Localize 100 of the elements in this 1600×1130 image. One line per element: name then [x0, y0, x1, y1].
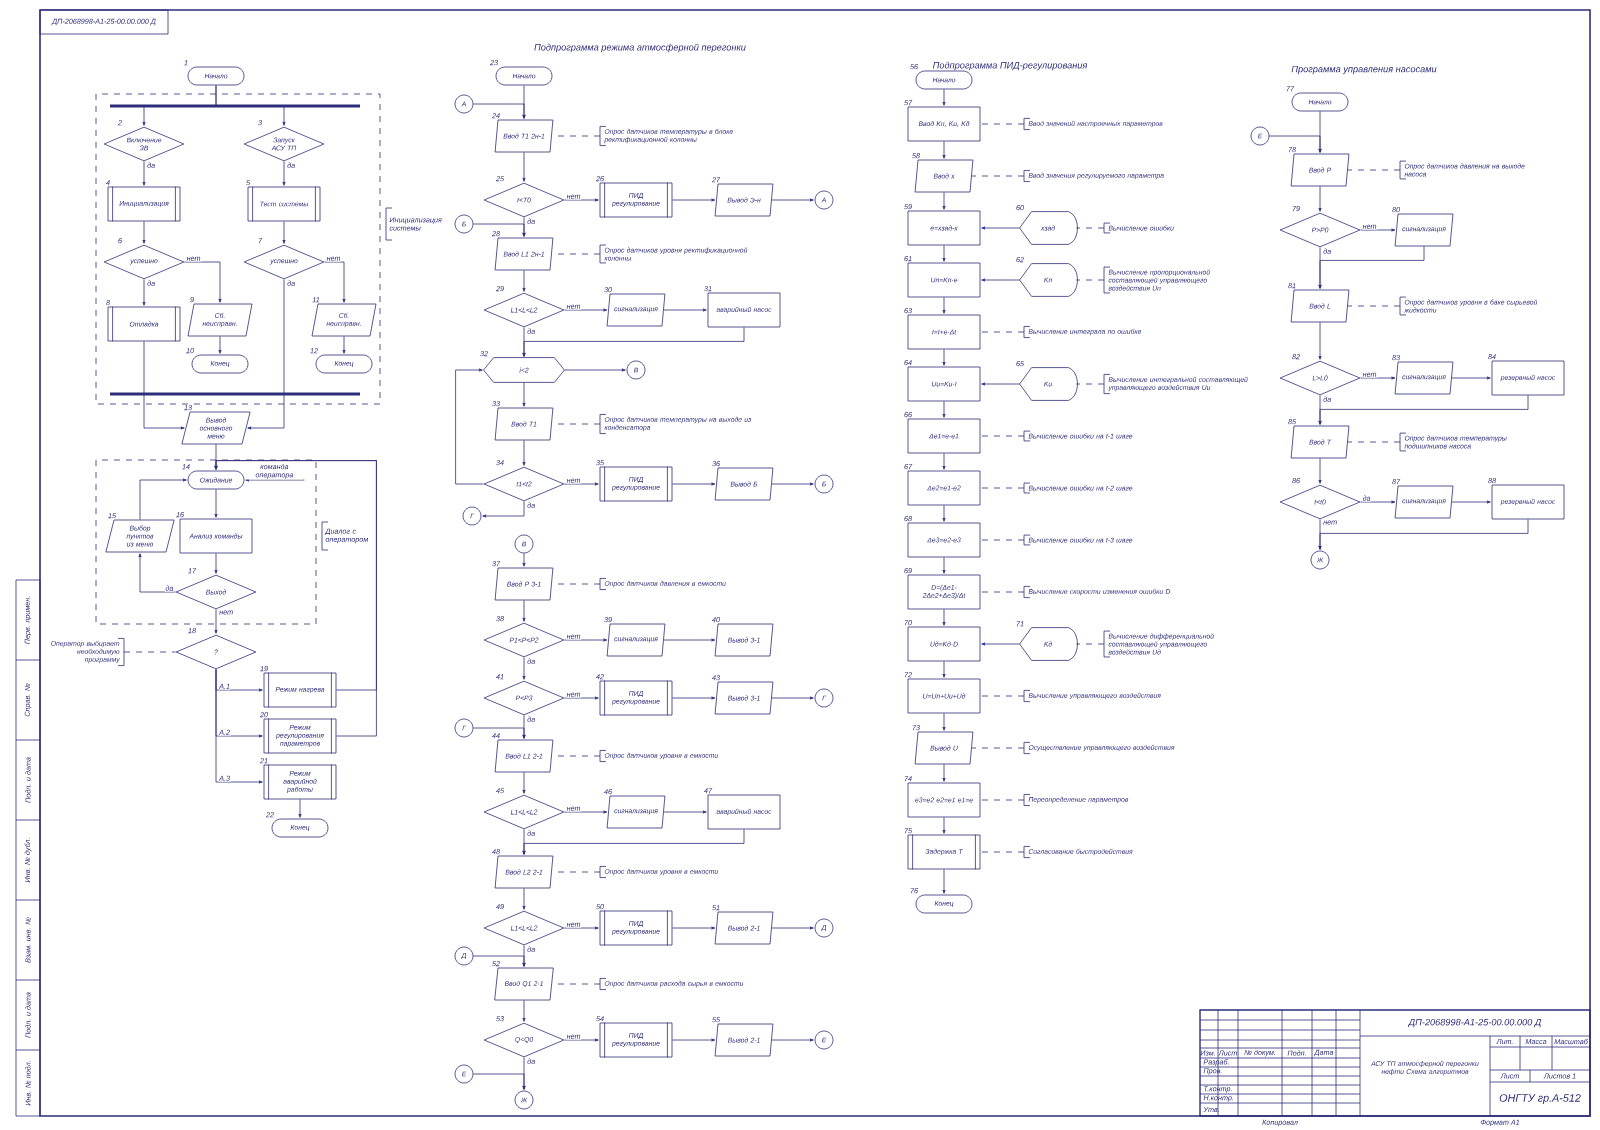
arrow — [522, 152, 526, 182]
arrow — [771, 198, 814, 202]
arrow — [342, 336, 346, 354]
arrow — [482, 501, 525, 518]
arrow — [522, 327, 526, 357]
arrow — [214, 460, 377, 737]
arrow — [522, 440, 526, 466]
arrow — [522, 657, 526, 680]
arrow — [672, 482, 716, 486]
arrow — [1318, 519, 1322, 550]
leader-line — [980, 591, 1025, 593]
arrow — [942, 297, 946, 314]
arrow — [247, 279, 285, 430]
leader-line — [980, 695, 1025, 697]
leader-line — [1347, 441, 1401, 443]
arrow — [473, 223, 526, 237]
arrow — [1318, 247, 1322, 289]
arrow — [1318, 458, 1322, 484]
arrow — [942, 661, 946, 678]
leader-line — [980, 851, 1025, 853]
arrow — [184, 261, 222, 303]
arrow — [215, 669, 263, 784]
arrow — [138, 553, 176, 593]
arrow — [1360, 376, 1396, 380]
arrow — [1451, 376, 1491, 380]
arrow — [564, 638, 608, 642]
arrow — [942, 869, 946, 894]
arrow — [473, 103, 526, 119]
arrow — [214, 609, 218, 634]
arrow — [942, 192, 946, 210]
arrow — [564, 926, 599, 930]
arrow — [672, 1038, 716, 1042]
arrow — [564, 198, 599, 202]
leader-line — [123, 651, 176, 653]
arrow — [522, 1000, 526, 1022]
arrow — [522, 382, 526, 407]
arrow — [942, 401, 946, 418]
leader-line — [980, 487, 1025, 489]
arrow — [1360, 500, 1396, 504]
arrow — [672, 696, 716, 700]
arrow — [564, 368, 626, 372]
arrow — [218, 336, 222, 354]
arrow — [942, 713, 946, 731]
leader-line — [980, 435, 1025, 437]
arrow — [473, 955, 526, 967]
arrow — [663, 810, 707, 814]
arrow — [282, 221, 286, 244]
leader-line — [980, 123, 1025, 125]
leader-line — [971, 747, 1025, 749]
arrow — [942, 609, 946, 626]
arrow — [522, 772, 526, 794]
leader-line — [1347, 305, 1401, 307]
arrow — [455, 368, 484, 485]
arrow — [942, 453, 946, 470]
leader-line — [1076, 227, 1105, 229]
arrow — [214, 553, 218, 574]
arrow — [564, 696, 599, 700]
arrow — [942, 349, 946, 366]
arrow — [143, 341, 185, 430]
leader-line — [1076, 383, 1105, 385]
arrow — [1318, 186, 1322, 212]
arrow — [142, 161, 146, 186]
arrow — [564, 482, 599, 486]
arrow — [981, 278, 1020, 282]
arrow — [1360, 228, 1396, 232]
leader-line — [1076, 643, 1105, 645]
arrow — [771, 1038, 814, 1042]
arrow — [142, 279, 146, 306]
arrow — [942, 245, 946, 262]
arrow — [672, 926, 716, 930]
arrow — [942, 505, 946, 522]
arrow — [1318, 322, 1322, 360]
arrow — [981, 382, 1020, 386]
arrow — [981, 226, 1020, 230]
arrow — [214, 489, 218, 518]
arrow — [942, 557, 946, 574]
arrow — [771, 926, 814, 930]
arrow — [139, 478, 187, 520]
arrow — [942, 764, 946, 782]
arrow — [564, 1038, 599, 1042]
arrow — [215, 85, 286, 126]
arrow — [663, 638, 716, 642]
arrow — [522, 600, 526, 622]
arrow — [473, 727, 526, 739]
arrow — [473, 1073, 526, 1090]
arrow — [564, 810, 608, 814]
arrow — [282, 161, 286, 186]
arrow — [522, 829, 526, 855]
arrow — [522, 888, 526, 910]
arrow — [942, 141, 946, 159]
arrow — [981, 642, 1020, 646]
arrow — [942, 89, 946, 106]
leader-line — [1347, 169, 1401, 171]
arrow — [245, 478, 305, 482]
arrow — [942, 817, 946, 834]
leader-line — [971, 175, 1025, 177]
leader-line — [980, 331, 1025, 333]
arrow — [1451, 500, 1491, 504]
arrow — [564, 308, 608, 312]
arrow — [522, 270, 526, 292]
